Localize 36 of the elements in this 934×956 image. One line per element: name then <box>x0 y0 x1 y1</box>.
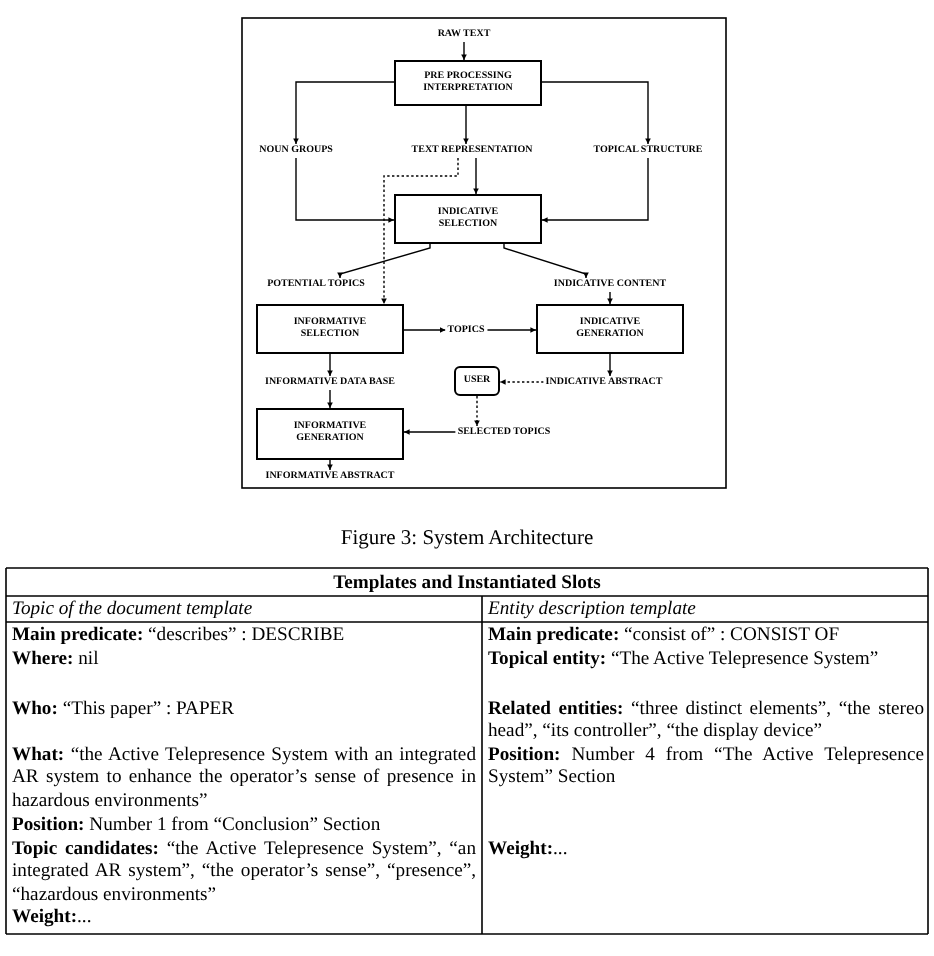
table-entry: Topical entity: “The Active Telepresence System” <box>488 648 881 671</box>
arrow <box>474 395 480 427</box>
arrow <box>295 157 395 223</box>
arrow <box>473 157 479 195</box>
table-entry: Main predicate: “describes” : DESCRIBE <box>12 624 347 647</box>
column-header: Topic of the document template <box>12 598 255 621</box>
table-entry: Where: nil <box>12 648 101 671</box>
arrow <box>327 459 333 471</box>
table-entry: What: “the Active Telepresence System with an integrated AR system to enhance the operator’s sense of presence in hazardous environments” <box>12 744 476 813</box>
arrow <box>541 157 649 223</box>
table-entry: Weight:... <box>488 838 570 861</box>
figure-caption: Figure 3: System Architecture <box>338 528 596 551</box>
arrow <box>327 353 333 377</box>
arrow <box>463 105 469 145</box>
table-title: Templates and Instantiated Slots <box>331 572 603 595</box>
arrow <box>293 81 395 145</box>
arrow <box>327 389 333 409</box>
table-entry: Who: “This paper” : PAPER <box>12 698 237 721</box>
arrow <box>381 157 459 305</box>
table-entry: Position: Number 1 from “Conclusion” Section <box>12 814 383 837</box>
column-header: Entity description template <box>488 598 698 621</box>
table-entry: Main predicate: “consist of” : CONSIST OF <box>488 624 842 647</box>
arrow <box>541 81 651 145</box>
arrow <box>485 327 537 333</box>
arrow <box>503 243 589 279</box>
table-entry: Topic candidates: “the Active Telepresence System”, “an integrated AR system”, “the operator’s sense”, “presence”, “hazardous environments” <box>12 838 476 907</box>
arrow <box>403 327 447 333</box>
arrow <box>337 243 431 279</box>
arrow <box>607 291 613 305</box>
table-entry: Position: Number 4 from “The Active Telepresence System” Section <box>488 744 924 790</box>
table-entry: Related entities: “three distinct elements”, “the stereo head”, “its controller”, “the display device” <box>488 698 924 744</box>
table-entry: Weight:... <box>12 906 94 929</box>
arrow <box>607 353 613 377</box>
arrow <box>461 41 467 61</box>
arrow <box>403 429 457 435</box>
arrow <box>499 379 545 385</box>
